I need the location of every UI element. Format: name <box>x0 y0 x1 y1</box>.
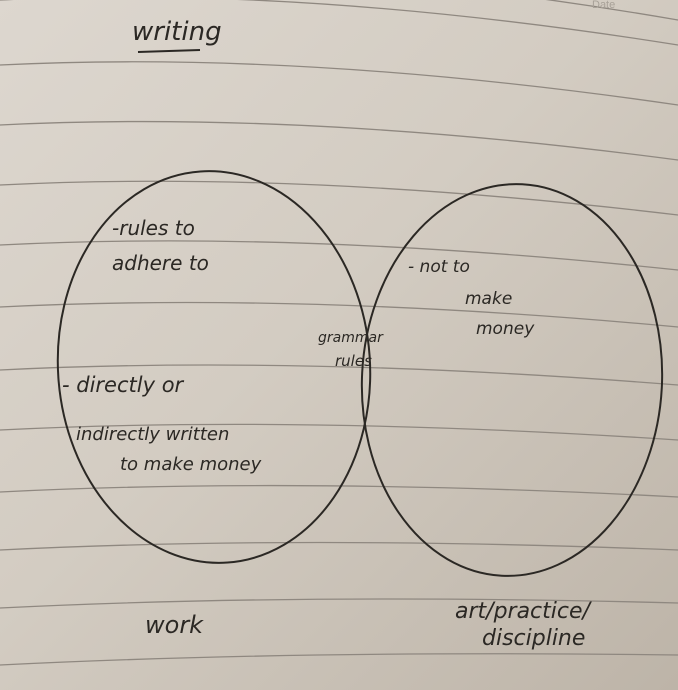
ruled-line <box>0 364 678 386</box>
ruled-line <box>0 598 678 609</box>
left-note-1: -rules to <box>112 216 195 240</box>
title-underline <box>137 49 201 53</box>
right-note-1: - not to <box>408 257 470 277</box>
date-label: Date <box>592 0 615 11</box>
right-note-3: money <box>476 319 535 339</box>
left-note-4: indirectly written <box>76 424 229 445</box>
right-set-label-line-1: art/practice/ <box>455 599 593 624</box>
ruled-line <box>0 180 678 216</box>
ruled-line <box>545 0 678 21</box>
ruled-line <box>0 240 678 271</box>
intersection-note-1: grammar <box>318 330 384 346</box>
ruled-line <box>0 0 678 46</box>
left-circle-work <box>56 170 372 564</box>
ruled-line <box>0 653 678 666</box>
right-circle-art <box>360 183 664 577</box>
left-note-3: - directly or <box>62 373 185 397</box>
right-note-2: make <box>465 289 512 309</box>
ruled-line <box>0 541 678 551</box>
ruled-line <box>0 120 678 161</box>
ruled-line <box>0 423 678 441</box>
ruled-line <box>0 484 678 498</box>
right-set-label-line-2: discipline <box>482 626 585 651</box>
left-note-2: adhere to <box>112 251 209 275</box>
ruled-lines <box>0 0 678 666</box>
page-title: writing <box>132 17 222 47</box>
ruled-line <box>0 61 678 106</box>
intersection-note-2: rules <box>335 352 372 370</box>
left-set-label: work <box>145 611 204 639</box>
ruled-line <box>0 301 678 328</box>
left-note-5: to make money <box>120 454 262 475</box>
